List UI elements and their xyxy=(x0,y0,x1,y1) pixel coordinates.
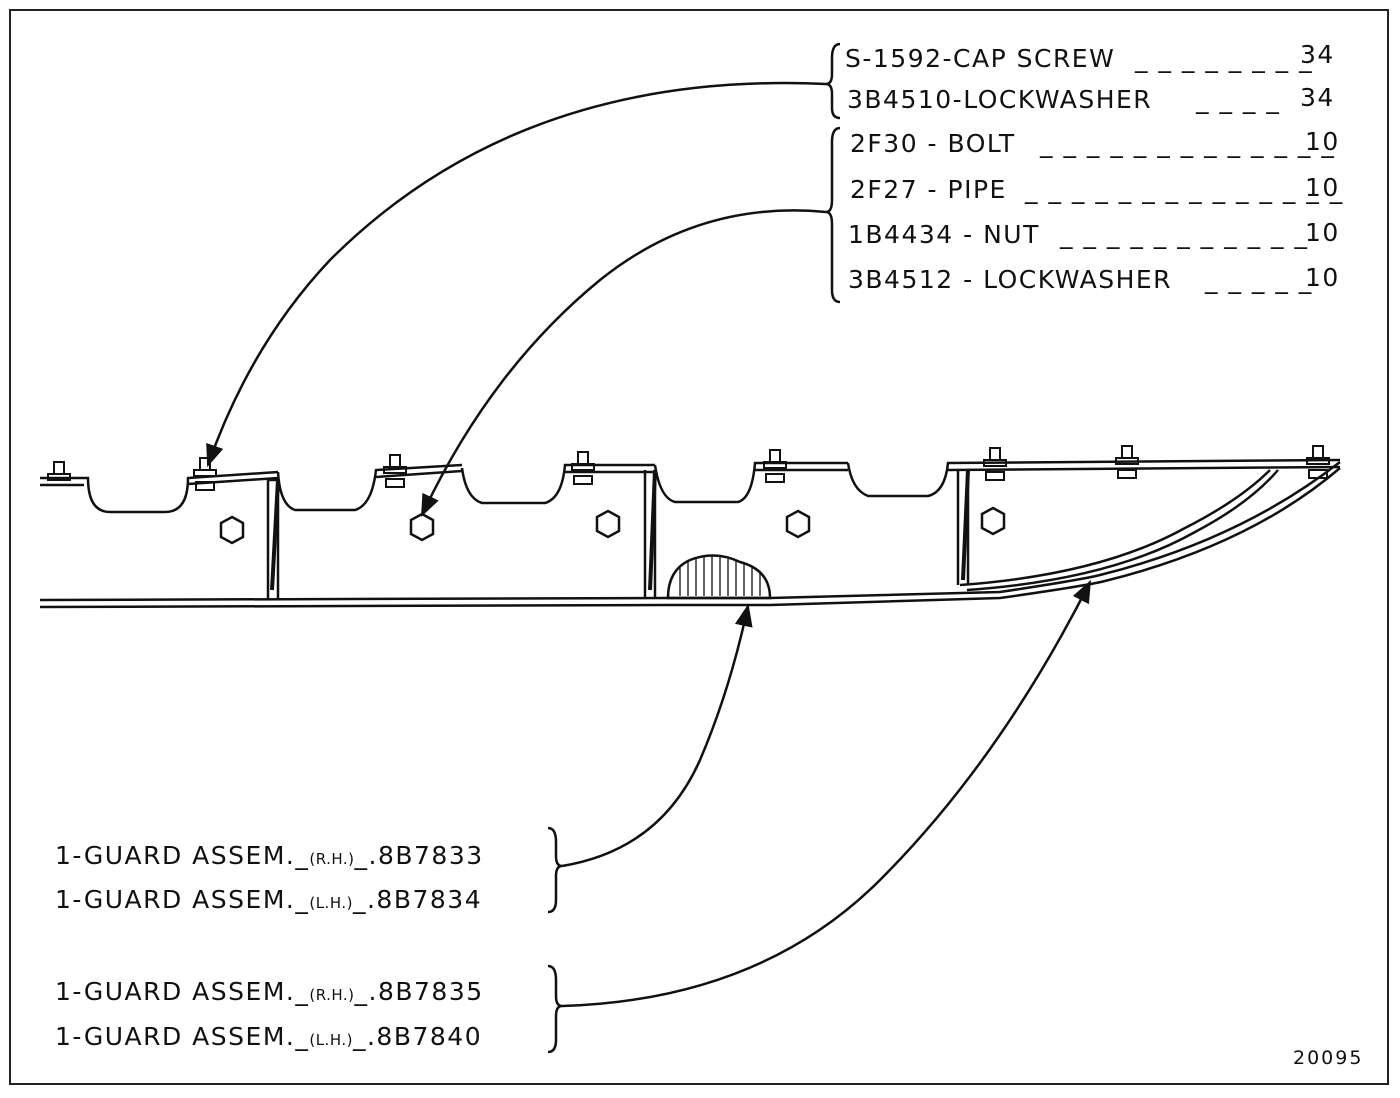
lockwasher-3b4512-label: 3B4512 - LOCKWASHER _ _ _ _ _ 10 xyxy=(848,263,1340,294)
svg-text:_ _ _ _: _ _ _ _ xyxy=(1195,85,1280,114)
svg-text:1-GUARD ASSEM._(L.H.)_.8B7834: 1-GUARD ASSEM._(L.H.)_.8B7834 xyxy=(55,885,482,914)
svg-text:10: 10 xyxy=(1305,173,1340,202)
guard-assem-8b7833-label: 1-GUARD ASSEM._(R.H.)_.8B7833 xyxy=(55,841,484,870)
guard-assem-8b7834-label: 1-GUARD ASSEM._(L.H.)_.8B7834 xyxy=(55,885,482,914)
svg-text:2F27 - PIPE: 2F27 - PIPE xyxy=(850,175,1007,204)
figure-number: 20095 xyxy=(1293,1047,1363,1069)
bolt-label: 2F30 - BOLT _ _ _ _ _ _ _ _ _ _ _ _ _ 10 xyxy=(850,127,1340,158)
svg-text:1-GUARD ASSEM._(R.H.)_.8B7835: 1-GUARD ASSEM._(R.H.)_.8B7835 xyxy=(55,977,484,1006)
svg-text:10: 10 xyxy=(1305,263,1340,292)
svg-text:10: 10 xyxy=(1305,218,1340,247)
guard-assem-8b7840-label: 1-GUARD ASSEM._(L.H.)_.8B7840 xyxy=(55,1022,482,1051)
cap-screw-label: S-1592-CAP SCREW _ _ _ _ _ _ _ _ 34 xyxy=(845,40,1335,73)
svg-text:_ _ _ _ _: _ _ _ _ _ xyxy=(1204,265,1313,294)
pipe-label: 2F27 - PIPE _ _ _ _ _ _ _ _ _ _ _ _ _ _ … xyxy=(850,173,1344,204)
svg-text:_ _ _ _ _ _ _ _ _ _ _ _ _ _: _ _ _ _ _ _ _ _ _ _ _ _ _ _ xyxy=(1024,175,1344,204)
svg-text:2F30 - BOLT: 2F30 - BOLT xyxy=(850,129,1016,158)
guard-assembly-drawing xyxy=(39,42,1341,1054)
svg-text:1-GUARD ASSEM._(L.H.)_.8B7840: 1-GUARD ASSEM._(L.H.)_.8B7840 xyxy=(55,1022,482,1051)
svg-text:34: 34 xyxy=(1300,83,1335,112)
lockwasher-3b4510-label: 3B4510-LOCKWASHER _ _ _ _ 34 xyxy=(847,83,1335,114)
svg-text:_ _ _ _ _ _ _ _ _ _ _: _ _ _ _ _ _ _ _ _ _ _ xyxy=(1059,220,1308,249)
svg-text:3B4510-LOCKWASHER: 3B4510-LOCKWASHER xyxy=(847,85,1152,114)
nut-label: 1B4434 - NUT _ _ _ _ _ _ _ _ _ _ _ 10 xyxy=(848,218,1340,249)
svg-text:34: 34 xyxy=(1300,40,1335,69)
svg-text:S-1592-CAP SCREW: S-1592-CAP SCREW xyxy=(845,44,1115,73)
svg-text:3B4512 - LOCKWASHER: 3B4512 - LOCKWASHER xyxy=(848,265,1172,294)
svg-text:1B4434 - NUT: 1B4434 - NUT xyxy=(848,220,1040,249)
svg-text:_ _ _ _ _ _ _ _: _ _ _ _ _ _ _ _ xyxy=(1134,44,1313,73)
svg-text:_ _ _ _ _ _ _ _ _ _ _ _ _: _ _ _ _ _ _ _ _ _ _ _ _ _ xyxy=(1039,129,1335,158)
guard-assem-8b7835-label: 1-GUARD ASSEM._(R.H.)_.8B7835 xyxy=(55,977,484,1006)
svg-text:1-GUARD ASSEM._(R.H.)_.8B7833: 1-GUARD ASSEM._(R.H.)_.8B7833 xyxy=(55,841,484,870)
drawing-frame xyxy=(9,9,1389,1085)
svg-text:10: 10 xyxy=(1305,127,1340,156)
